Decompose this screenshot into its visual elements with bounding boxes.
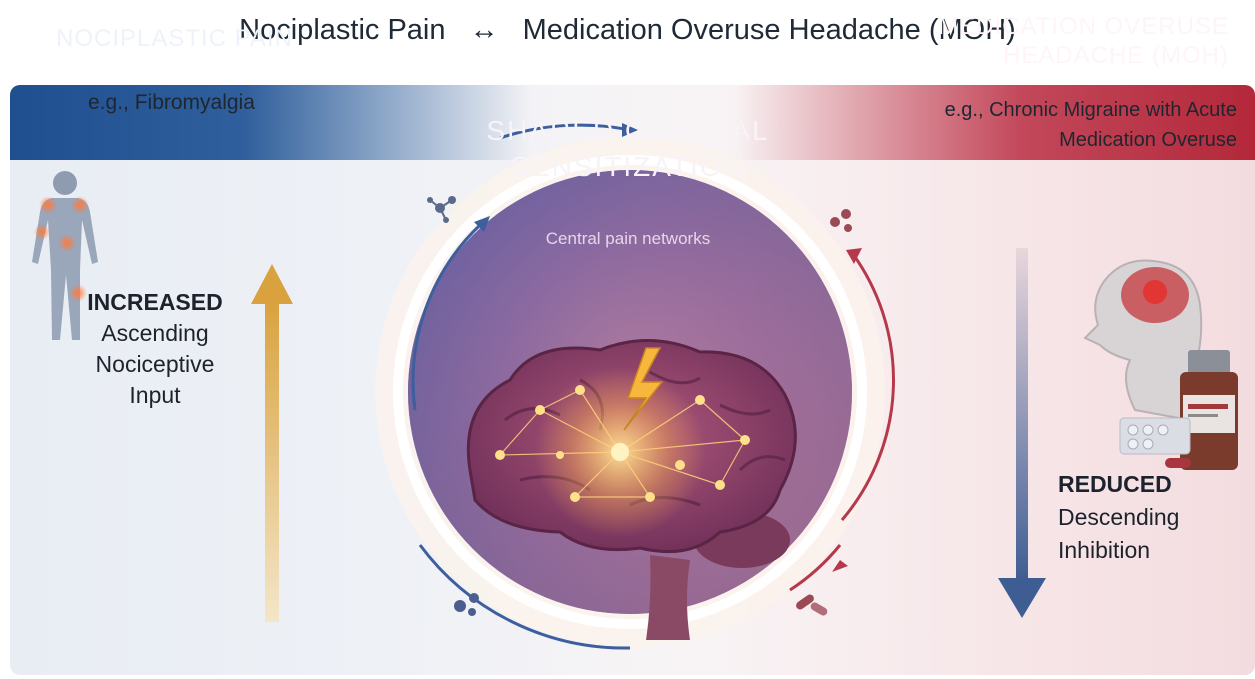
nociplastic-header: NOCIPLASTIC PAIN <box>56 25 293 53</box>
shared-sensitization-title: SHARED CENTRAL SENSITIZATION <box>478 113 778 185</box>
neuron-cluster-icon <box>454 593 479 616</box>
pills-icon <box>830 209 852 232</box>
descending-inhibition-text: Descending Inhibition <box>1058 504 1179 563</box>
reduced-label: REDUCED <box>1058 468 1228 501</box>
ascending-input-arrow <box>251 264 293 622</box>
central-networks-subtitle: Central pain networks <box>478 229 778 249</box>
capsules-icon <box>795 593 829 617</box>
increased-label: INCREASED <box>70 287 240 318</box>
moh-header: MEDICATION OVERUSE HEADACHE (MOH) <box>909 12 1229 70</box>
moh-example: e.g., Chronic Migraine with Acute Medica… <box>917 95 1237 155</box>
ascending-input-label: INCREASED Ascending Nociceptive Input <box>70 287 240 411</box>
ascending-input-text: Ascending Nociceptive Input <box>96 320 215 408</box>
descending-inhibition-label: REDUCED Descending Inhibition <box>1058 468 1228 567</box>
descending-inhibition-arrow <box>998 248 1046 618</box>
blister-pack-icon <box>1120 418 1191 468</box>
nociplastic-example: e.g., Fibromyalgia <box>88 91 255 115</box>
